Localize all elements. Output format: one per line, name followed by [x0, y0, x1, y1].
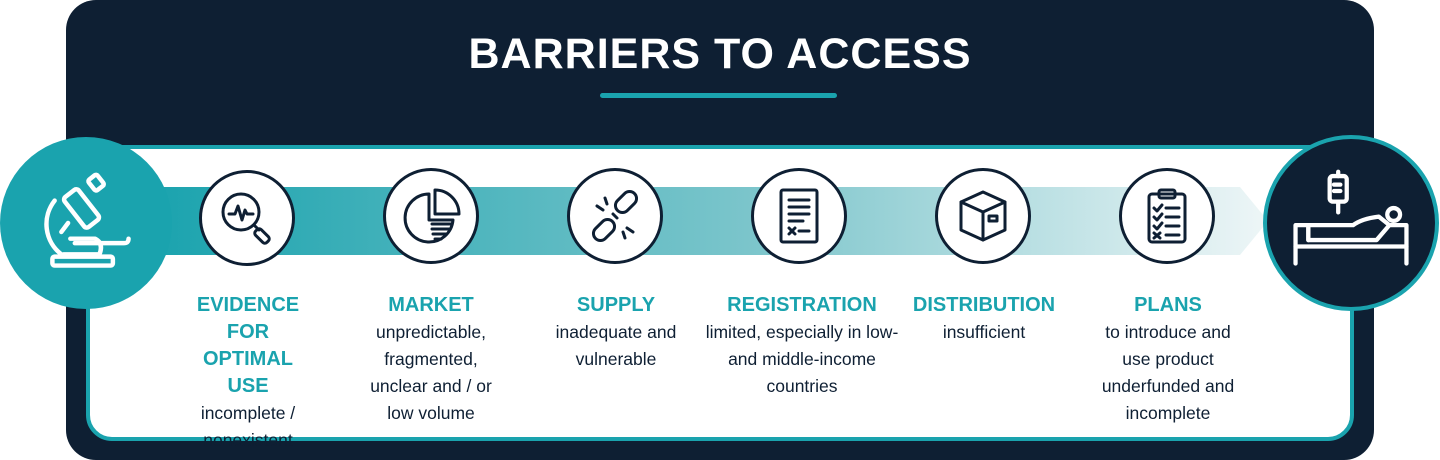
broken-chain-icon: [591, 189, 639, 243]
supply-node: [567, 168, 663, 264]
barrier-evidence: EVIDENCE FOR OPTIMAL USE incomplete / no…: [153, 292, 343, 454]
barrier-description: unpredictable, fragmented, unclear and /…: [370, 322, 492, 423]
barrier-heading: EVIDENCE FOR OPTIMAL USE: [196, 294, 300, 397]
barrier-heading: DISTRIBUTION: [912, 294, 1056, 316]
barrier-supply: SUPPLY inadequate and vulnerable: [521, 292, 711, 373]
pie-chart-icon: [403, 188, 461, 244]
plans-node: [1119, 168, 1215, 264]
barrier-registration: REGISTRATION limited, especially in low-…: [702, 292, 902, 400]
document-x-icon: [779, 188, 819, 244]
evidence-node: [199, 170, 295, 266]
page-title: BARRIERS TO ACCESS: [468, 30, 972, 78]
start-endcap: [0, 137, 172, 309]
barrier-description: incomplete / nonexistent: [200, 403, 296, 450]
microscope-icon: [44, 172, 131, 268]
barrier-description: insufficient: [942, 322, 1026, 342]
barrier-heading: SUPPLY: [576, 294, 656, 316]
end-endcap: [1263, 135, 1439, 311]
registration-node: [751, 168, 847, 264]
barrier-market: MARKET unpredictable, fragmented, unclea…: [336, 292, 526, 427]
barrier-description: limited, especially in low-and middle-in…: [705, 322, 899, 396]
barrier-heading: PLANS: [1134, 294, 1202, 316]
hospital-bed-iv-icon: [1293, 169, 1409, 266]
market-node: [383, 168, 479, 264]
barrier-heading: REGISTRATION: [727, 294, 877, 316]
barrier-distribution: DISTRIBUTION insufficient: [889, 292, 1079, 346]
barrier-heading: MARKET: [388, 294, 474, 316]
distribution-node: [935, 168, 1031, 264]
box-icon: [959, 190, 1007, 242]
title-underline: [600, 93, 837, 98]
barrier-description: to introduce and use product underfunded…: [1101, 322, 1235, 423]
clipboard-checklist-icon: [1147, 188, 1187, 244]
magnifier-pulse-icon: [221, 192, 271, 245]
barrier-plans: PLANS to introduce and use product under…: [1073, 292, 1263, 427]
barrier-description: inadequate and vulnerable: [555, 322, 677, 369]
